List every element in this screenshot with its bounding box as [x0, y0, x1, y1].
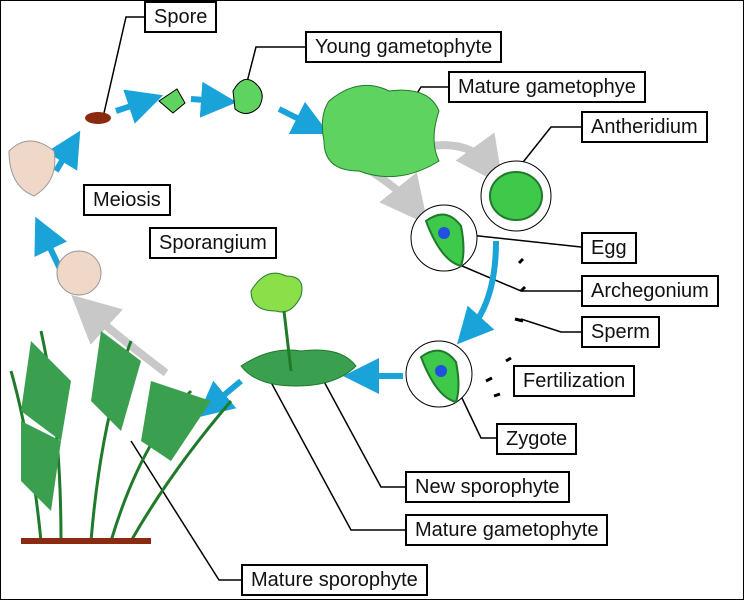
fern-fronds — [21, 331, 211, 511]
label-spore: Spore — [144, 1, 218, 33]
label-egg: Egg — [581, 232, 637, 264]
label-new-sporophyte: New sporophyte — [405, 471, 570, 503]
egg-shape — [438, 227, 450, 239]
new-sporophyte-gametophyte — [240, 349, 357, 387]
cycle-arrows — [34, 81, 499, 418]
label-mature-gametophye: Mature gametophye — [448, 71, 646, 103]
meiosis-sporangium — [8, 140, 56, 197]
young-gametophyte — [232, 78, 263, 114]
label-fertilization: Fertilization — [513, 365, 636, 397]
label-sperm: Sperm — [581, 316, 660, 348]
young-gametophyte-small — [158, 88, 186, 114]
label-meiosis: Meiosis — [83, 184, 171, 216]
label-mature-sporophyte: Mature sporophyte — [241, 564, 428, 596]
label-young-gametophyte: Young gametophyte — [305, 31, 503, 63]
label-zygote: Zygote — [496, 423, 578, 455]
mature-gametophyte-shape — [321, 84, 440, 178]
spore-shape — [85, 112, 111, 124]
label-sporangium: Sporangium — [149, 227, 277, 259]
new-sporophyte-leaf — [250, 272, 303, 313]
label-antheridium: Antheridium — [581, 111, 708, 143]
sporangium-shape — [56, 250, 102, 296]
label-archegonium: Archegonium — [581, 275, 719, 307]
label-mature-gametophyte: Mature gametophyte — [405, 514, 609, 546]
sperm-marks — [485, 257, 527, 398]
